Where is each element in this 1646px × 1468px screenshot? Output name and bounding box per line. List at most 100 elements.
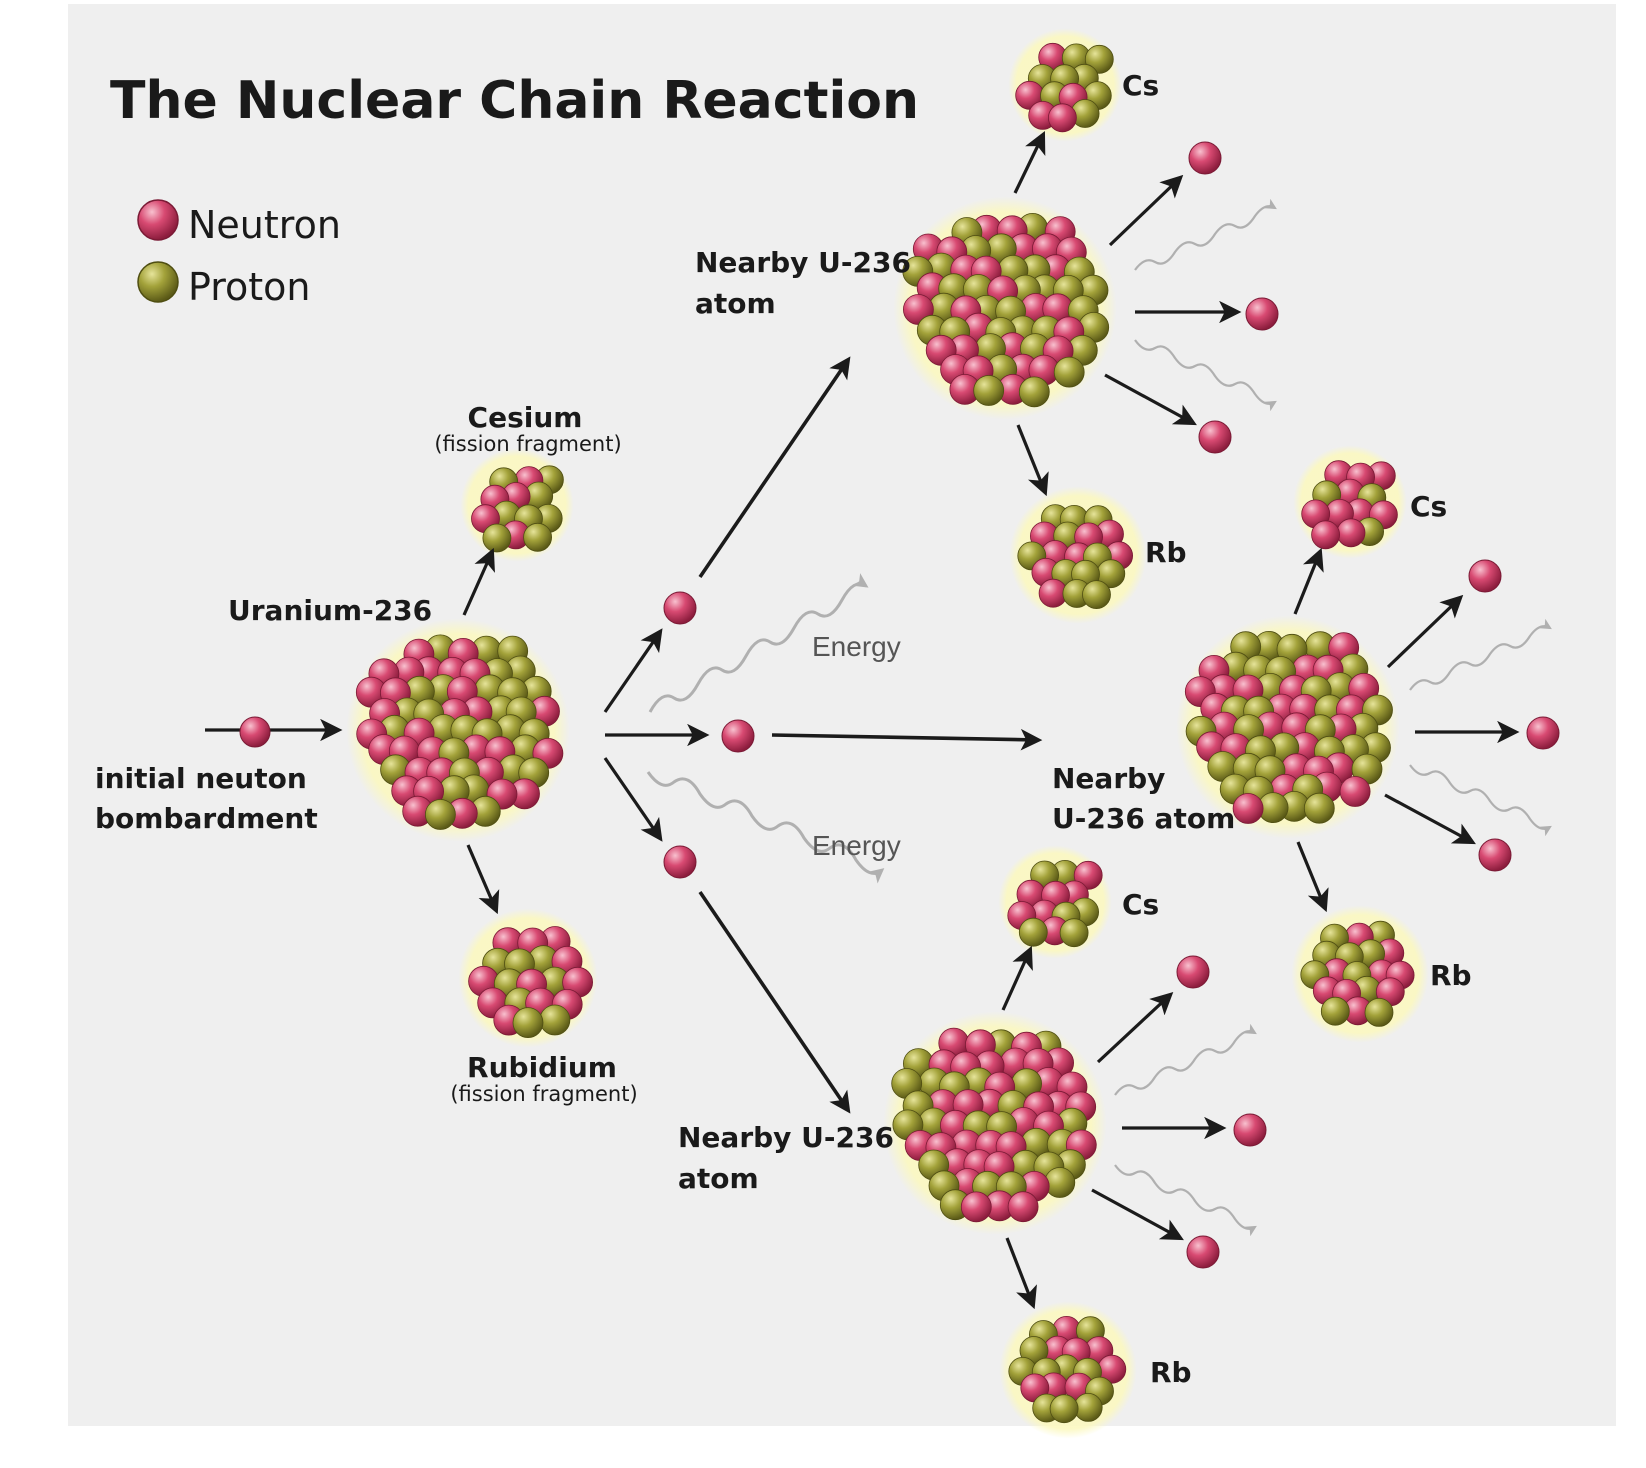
energy-wave-upper <box>648 573 869 713</box>
neutron-ball <box>960 1191 992 1223</box>
neutron-bot-3 <box>1186 1235 1220 1269</box>
energy-wave-top-1 <box>1134 198 1277 271</box>
nucleus-rb-bot <box>999 1301 1137 1439</box>
arrow-bot-to-cs <box>1001 945 1033 1011</box>
proton-ball <box>1082 580 1111 609</box>
proton-ball <box>1320 996 1350 1026</box>
nearby-top-line2: atom <box>695 287 776 320</box>
energy-label-lower: Energy <box>812 830 901 861</box>
nucleus-rb-mid <box>1291 905 1429 1043</box>
arrow-mid-n3 <box>1384 793 1476 845</box>
nearby-mid-line1: Nearby <box>1052 762 1165 795</box>
proton-ball <box>1303 792 1335 824</box>
proton-ball <box>973 375 1005 406</box>
nearby-top-line1: Nearby U-236 <box>695 246 911 279</box>
proton-ball <box>512 1007 544 1038</box>
energy-label-upper: Energy <box>812 631 901 662</box>
arrow-neutron-up <box>603 628 663 713</box>
neutron-ball <box>1007 1191 1039 1223</box>
neutron-mid-1 <box>1468 559 1502 593</box>
cs-label-mid: Cs <box>1410 490 1447 523</box>
neutron-bot-1 <box>1176 955 1210 989</box>
neutron-top-2 <box>1245 297 1279 331</box>
nucleus-cesium-fragment <box>460 448 574 562</box>
arrow-neutron-down <box>603 757 663 842</box>
nucleus-rb-top <box>1009 486 1147 624</box>
legend-proton-swatch <box>137 261 179 303</box>
arrow-to-cesium <box>462 547 495 616</box>
arrow-bot-n1 <box>1096 991 1174 1064</box>
neutron-released-mid <box>721 719 755 753</box>
arrow-long-down <box>698 890 851 1114</box>
nucleus-uranium-236 <box>346 618 570 842</box>
proton-ball <box>1018 376 1050 408</box>
arrow-bot-n3 <box>1091 1188 1184 1241</box>
proton-ball <box>1364 998 1394 1027</box>
neutron-ball <box>1311 520 1340 550</box>
arrows <box>205 130 1520 1310</box>
neutron-ball <box>1339 776 1371 807</box>
rb-label-top: Rb <box>1145 536 1187 569</box>
nucleus-cs-mid <box>1293 445 1407 559</box>
nuclei-layer <box>346 28 1429 1439</box>
neutron-mid-2 <box>1526 716 1560 750</box>
arrow-long-up <box>698 356 851 579</box>
cesium-sublabel: (fission fragment) <box>434 432 621 456</box>
arrow-mid-to-rb <box>1296 841 1329 913</box>
arrow-bot-to-rb <box>1005 1237 1037 1310</box>
proton-ball <box>523 522 552 552</box>
arrow-top-to-cs <box>1013 130 1046 194</box>
proton-ball <box>482 523 512 553</box>
neutron-released-down <box>663 845 697 879</box>
proton-ball <box>1059 918 1089 948</box>
cs-label-bot: Cs <box>1122 888 1159 921</box>
proton-ball <box>424 799 456 830</box>
initial-label-line2: bombardment <box>95 802 318 835</box>
rubidium-sublabel: (fission fragment) <box>450 1082 637 1106</box>
energy-wave-mid-2 <box>1409 764 1552 837</box>
neutron-top-1 <box>1188 141 1222 175</box>
neutron-bot-2 <box>1233 1113 1267 1147</box>
neutron-ball <box>1336 518 1366 548</box>
nucleus-rubidium-fragment <box>458 908 598 1048</box>
proton-ball <box>1053 356 1085 388</box>
neutron-ball <box>1048 103 1077 133</box>
proton-ball <box>1018 917 1048 947</box>
nucleus-nearby-u236-bot <box>883 1011 1107 1235</box>
proton-ball <box>1044 1167 1076 1198</box>
rb-label-bot: Rb <box>1150 1356 1192 1389</box>
arrow-mid-n1 <box>1386 594 1464 669</box>
nearby-bot-line2: atom <box>678 1162 759 1195</box>
proton-ball <box>1084 44 1114 74</box>
neutron-initial <box>239 716 271 748</box>
arrow-mid-to-cs <box>1293 547 1324 615</box>
legend-neutron-swatch <box>137 199 179 241</box>
energy-wave-mid-1 <box>1409 618 1552 691</box>
energy-wave-bot-1 <box>1114 1023 1257 1096</box>
proton-ball <box>1049 1394 1079 1424</box>
energy-waves <box>646 198 1552 1237</box>
initial-label-line1: initial neuton <box>95 762 307 795</box>
nucleus-nearby-u236-mid <box>1176 615 1400 839</box>
energy-wave-bot-2 <box>1114 1164 1257 1237</box>
energy-wave-top-2 <box>1134 339 1277 412</box>
nucleus-cs-top <box>1008 28 1122 142</box>
energy-wave-lower <box>646 771 885 884</box>
page-title: The Nuclear Chain Reaction <box>110 71 919 131</box>
labels: Cesium (fission fragment) Uranium-236 in… <box>95 69 1472 1389</box>
legend: Neutron Proton <box>137 199 341 309</box>
arrow-top-n3 <box>1104 373 1197 426</box>
rb-label-mid: Rb <box>1430 959 1472 992</box>
nearby-mid-line2: U-236 atom <box>1052 802 1235 835</box>
cs-label-top: Cs <box>1122 69 1159 102</box>
nucleus-cs-bot <box>998 845 1112 959</box>
legend-proton-label: Proton <box>188 265 311 309</box>
arrow-to-rubidium <box>466 844 500 915</box>
rubidium-label: Rubidium <box>467 1051 617 1084</box>
legend-neutron-label: Neutron <box>188 203 341 247</box>
nucleus-nearby-u236-top <box>893 196 1117 420</box>
arrow-long-mid <box>771 728 1043 751</box>
cesium-label: Cesium <box>468 401 583 434</box>
neutron-top-3 <box>1198 420 1232 454</box>
